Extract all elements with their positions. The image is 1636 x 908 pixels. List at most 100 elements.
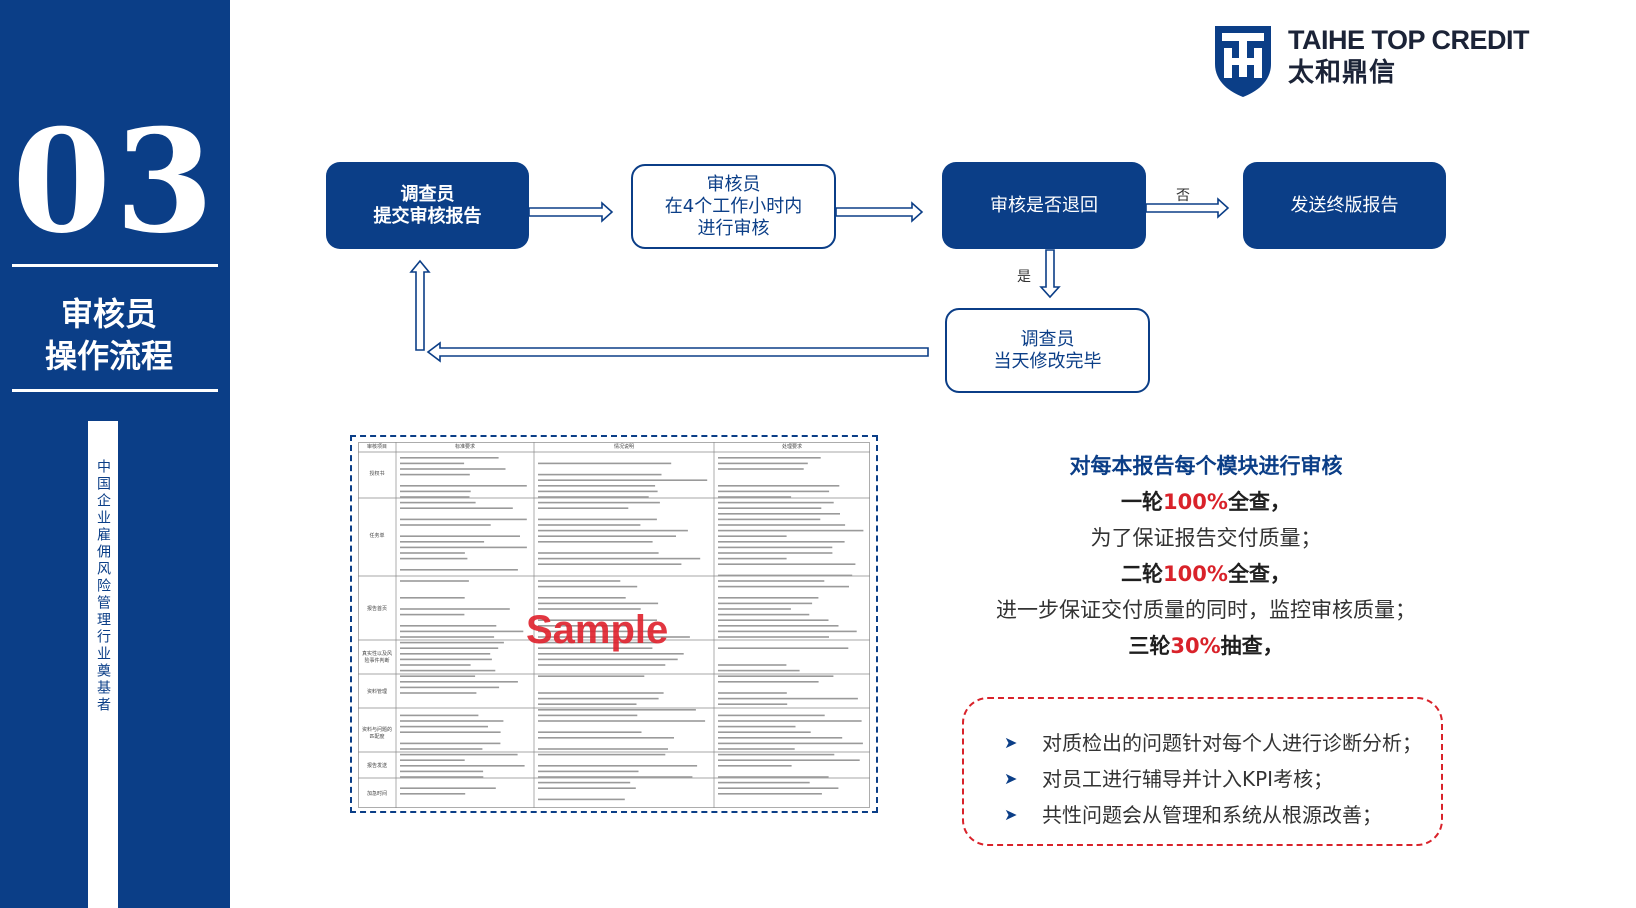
sample-row-label: 报告首页 [366, 606, 387, 612]
sample-header-handling: 处理要求 [781, 444, 802, 450]
sample-text-line [718, 529, 864, 532]
sample-text-line [718, 563, 856, 565]
sample-text-line [538, 703, 637, 705]
sample-text-line [400, 759, 465, 761]
sample-text-line [718, 524, 846, 526]
improvement-item-1: 对质检出的问题针对每个人进行诊断分析； [1042, 731, 1422, 755]
flow-step-investigator-revise: 调查员 当天修改完毕 [945, 308, 1150, 393]
sample-text-line [718, 748, 795, 750]
sample-text-line [538, 692, 664, 694]
audit-heading: 对每本报告每个模块进行审核 [1069, 454, 1343, 478]
sample-text-line [538, 541, 653, 543]
sample-text-line [718, 759, 860, 761]
sample-text-line [538, 552, 659, 554]
sidebar-divider-bottom [12, 389, 218, 392]
sample-text-line [538, 765, 698, 767]
section-number: 03 [12, 99, 218, 265]
sample-text-line [718, 507, 822, 509]
round3-prefix: 三轮 [1128, 634, 1171, 658]
sample-text-line [400, 653, 491, 655]
arrow-step3-to-step5 [1039, 249, 1061, 299]
sample-row-label: 任务单 [369, 533, 385, 539]
sample-text-line [400, 647, 499, 649]
sample-text-line [538, 485, 656, 487]
sample-text-line [400, 552, 465, 554]
sample-text-line [400, 725, 488, 728]
sample-text-line [718, 787, 839, 789]
sample-text-line [538, 479, 708, 481]
arrow-bullet-icon: ➤ [1004, 769, 1018, 788]
sample-text-line [718, 501, 834, 504]
sample-text-line [718, 457, 821, 459]
sample-header-item: 审核项目 [366, 444, 387, 450]
sample-text-line [718, 541, 845, 543]
sample-text-line [538, 625, 627, 627]
sample-text-line [538, 776, 693, 778]
improvement-item-2: 对员工进行辅导并计入KPI考核； [1042, 767, 1334, 791]
sample-text-line [400, 625, 497, 627]
sample-text-line [400, 630, 524, 633]
sample-text-line [400, 485, 527, 487]
sample-text-line [718, 731, 811, 733]
sample-text-line [718, 781, 810, 784]
sample-header-situation: 情况说明 [613, 444, 634, 450]
sample-text-line [400, 518, 527, 521]
sample-text-line [400, 641, 504, 644]
sample-text-line [400, 742, 501, 745]
sample-header-standard: 标准要求 [454, 444, 475, 450]
sample-text-line [718, 692, 787, 694]
sample-text-line [400, 490, 471, 493]
sample-text-line [538, 658, 678, 661]
logo-chinese-name: 太和鼎信 [1288, 58, 1397, 88]
audit-round1-purpose: 为了保证报告交付质量； [1090, 526, 1322, 550]
sample-text-line [400, 664, 471, 666]
arrow-bullet-icon: ➤ [1004, 805, 1018, 824]
sample-text-line [718, 669, 800, 672]
flow-step5-line1: 调查员 [1020, 328, 1075, 350]
sample-text-line [718, 697, 858, 700]
sample-text-line [538, 496, 649, 498]
audit-points: 对每本报告每个模块进行审核 一轮100%全查， 为了保证报告交付质量； 二轮10… [980, 448, 1432, 664]
sample-text-line [400, 535, 520, 537]
sample-row-label: 资料管理 [366, 689, 387, 695]
sample-row-label: 授权书 [369, 471, 385, 477]
flow-step-reviewer-audit: 审核员 在4个工作小时内 进行审核 [631, 164, 836, 249]
sample-text-line [718, 574, 853, 577]
sample-text-line [538, 720, 706, 722]
left-sidebar: 03 审核员 操作流程 中国企业雇佣风险管理行业奠基者 [0, 0, 230, 908]
sidebar-divider-top [12, 264, 218, 267]
flow-step2-line3: 进行审核 [697, 217, 770, 239]
sample-text-line [538, 748, 668, 750]
sample-text-line [718, 737, 843, 739]
sample-text-line [400, 569, 518, 571]
list-item: ➤ 对员工进行辅导并计入KPI考核； [1004, 763, 1422, 799]
sample-text-line [538, 714, 638, 717]
sample-text-line [400, 787, 496, 789]
sample-text-line [400, 636, 495, 638]
sample-text-line [538, 787, 636, 789]
sample-text-line [400, 507, 513, 509]
sample-text-line [718, 518, 821, 521]
sample-table: 审核项目 标准要求 情况说明 处理要求 授权书 任务单 报告首页 真实性以及风险… [358, 442, 870, 808]
flow-step3-label: 审核是否退回 [990, 194, 1098, 216]
round2-prefix: 二轮 [1121, 562, 1164, 586]
arrow-bullet-icon: ➤ [1004, 733, 1018, 752]
flow-step4-label: 发送终版报告 [1290, 194, 1399, 216]
sample-text-line [400, 748, 483, 750]
sample-text-line [400, 541, 485, 543]
sample-text-line [538, 585, 638, 588]
sample-text-line [718, 580, 825, 582]
sample-text-line [718, 602, 813, 605]
sample-text-line [718, 703, 788, 705]
sample-text-line [538, 580, 621, 582]
sample-text-line [538, 753, 666, 756]
section-title: 审核员 操作流程 [0, 293, 218, 377]
sample-text-line [400, 580, 469, 582]
sample-text-line [718, 608, 791, 610]
list-item: ➤ 对质检出的问题针对每个人进行诊断分析； [1004, 727, 1422, 763]
arrow-step1-to-step2 [528, 201, 614, 223]
logo-english-name: TAIHE TOP CREDIT [1288, 25, 1530, 55]
sample-text-line [538, 557, 701, 560]
sample-text-line [400, 686, 500, 689]
sample-text-line [400, 675, 476, 677]
